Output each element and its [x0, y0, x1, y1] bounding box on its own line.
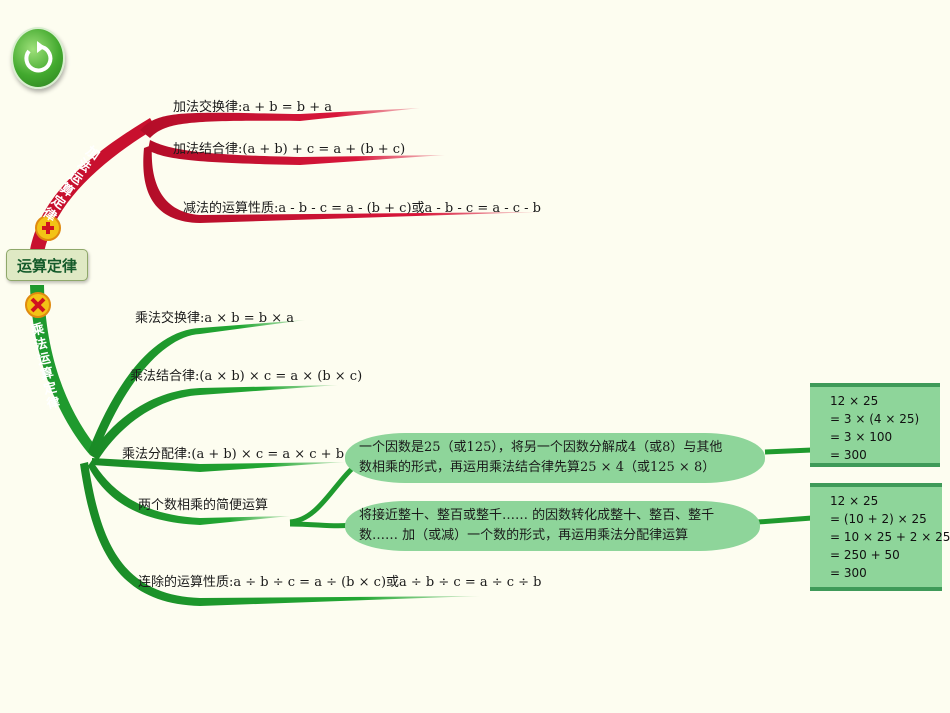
example-2-line: = 10 × 25 + 2 × 25 [830, 530, 950, 544]
example-connector-1 [764, 447, 813, 455]
example-box-2: 12 × 25 = (10 + 2) × 25 = 10 × 25 + 2 × … [810, 483, 950, 591]
example-1-line: = 3 × 100 [830, 430, 893, 444]
note-2-line-1: 将接近整十、整百或整千…… 的因数转化成整十、整百、整千 [359, 508, 715, 523]
add-branch-line-3 [143, 145, 540, 223]
example-2-line: = 300 [830, 566, 867, 580]
example-1-line: 12 × 25 [830, 394, 879, 408]
sub-item-property: 减法的运算性质:a - b - c = a - (b + c)或a - b - … [183, 201, 542, 216]
example-1-line: = 300 [830, 448, 867, 462]
undo-arrow-icon [24, 41, 53, 73]
root-node: 运算定律 [6, 249, 88, 281]
example-box-1: 12 × 25 = 3 × (4 × 25) = 3 × 100 = 300 [810, 383, 940, 467]
example-1-line: = 3 × (4 × 25) [830, 412, 920, 426]
note-1-line-2: 数相乘的形式，再运用乘法结合律先算25 × 4（或125 × 8） [359, 460, 716, 475]
mul-item-distributive: 乘法分配律:(a + b) × c = a × c + b × c [122, 447, 371, 462]
back-button[interactable] [11, 27, 65, 89]
add-item-commutative: 加法交换律:a + b = b + a [173, 100, 332, 115]
note-2-line-2: 数…… 加（或减）一个数的形式，再运用乘法分配律运算 [359, 528, 689, 543]
mul-branch-line-3 [92, 458, 345, 472]
mul-branch-line-2 [90, 385, 338, 460]
mul-branch-line-4 [88, 460, 290, 525]
example-2-line: = (10 + 2) × 25 [830, 512, 927, 526]
example-2-line: 12 × 25 [830, 494, 879, 508]
root-title: 运算定律 [16, 256, 77, 275]
example-2-line: = 250 + 50 [830, 548, 900, 562]
mul-item-associative: 乘法结合律:(a × b) × c = a × (b × c) [130, 369, 363, 384]
note-pill-2: 将接近整十、整百或整千…… 的因数转化成整十、整百、整千 数…… 加（或减）一个… [345, 501, 760, 551]
mul-item-commutative: 乘法交换律:a × b = b × a [135, 311, 294, 326]
mul-item-shortcut: 两个数相乘的简便运算 [138, 498, 269, 513]
add-item-associative: 加法结合律:(a + b) + c = a + (b + c) [173, 142, 406, 157]
mul-branch-trunk [30, 285, 98, 455]
times-badge [25, 292, 51, 318]
note-pill-1: 一个因数是25（或125），将另一个因数分解成4（或8）与其他 数相乘的形式，再… [345, 433, 765, 483]
example-connector-2 [757, 515, 813, 525]
add-branch-line-2 [148, 140, 445, 165]
add-branch-line-1 [140, 108, 420, 138]
div-item-property: 连除的运算性质:a ÷ b ÷ c = a ÷ (b × c)或a ÷ b ÷ … [138, 575, 542, 590]
note-connector-1 [289, 459, 362, 525]
plus-badge [35, 215, 61, 241]
note-1-line-1: 一个因数是25（或125），将另一个因数分解成4（或8）与其他 [359, 440, 723, 455]
